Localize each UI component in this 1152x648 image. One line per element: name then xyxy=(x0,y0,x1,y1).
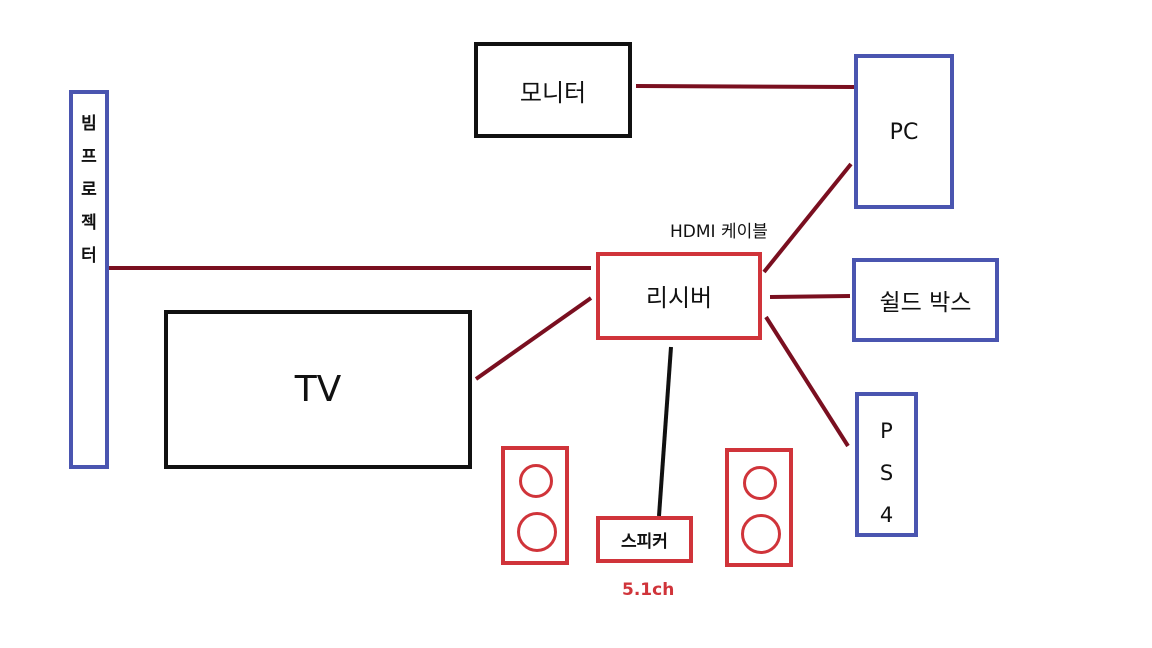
ps4-label-char: 4 xyxy=(879,503,894,527)
speaker-box: 스피커 xyxy=(596,516,693,563)
pc-box: PC xyxy=(854,54,954,209)
monitor-label: 모니터 xyxy=(519,78,587,107)
right-speaker-cabinet xyxy=(725,448,793,567)
projector-label-char: 빔 xyxy=(81,114,97,134)
projector-label-char: 프 xyxy=(81,147,97,167)
left-speaker-cabinet xyxy=(501,446,569,565)
receiver-box: 리시버 xyxy=(596,252,762,340)
speaker-cone-icon xyxy=(743,466,777,500)
projector-label-char: 젝 xyxy=(81,213,97,233)
projector-label-char: 로 xyxy=(81,180,97,200)
speaker-label: 스피커 xyxy=(621,532,668,552)
speaker-woofer-icon xyxy=(517,512,557,552)
speaker-cone-icon xyxy=(519,464,553,498)
ps4-label-char: S xyxy=(879,461,894,485)
projector-label-char: 터 xyxy=(81,246,97,266)
ps4-box: P S 4 xyxy=(855,392,918,537)
shield-box-label: 쉴드 박스 xyxy=(879,290,972,316)
shield-box: 쉴드 박스 xyxy=(852,258,999,342)
projector-box: 빔 프 로 젝 터 xyxy=(69,90,109,469)
speaker-channels-label: 5.1ch xyxy=(622,580,675,600)
cable-receiver-ps4 xyxy=(764,315,850,448)
speaker-woofer-icon xyxy=(741,514,781,554)
cable-receiver-speaker xyxy=(657,346,673,517)
cable-receiver-shield xyxy=(769,294,851,299)
pc-label: PC xyxy=(889,120,919,145)
cable-tv-receiver xyxy=(474,296,593,381)
receiver-label: 리시버 xyxy=(645,284,713,312)
tv-label: TV xyxy=(294,369,342,410)
cable-monitor-pc xyxy=(635,84,855,89)
cable-pc-receiver xyxy=(762,162,853,274)
hdmi-cable-label: HDMI 케이블 xyxy=(670,222,768,242)
ps4-label-char: P xyxy=(880,419,893,443)
tv-box: TV xyxy=(164,310,472,469)
monitor-box: 모니터 xyxy=(474,42,632,138)
